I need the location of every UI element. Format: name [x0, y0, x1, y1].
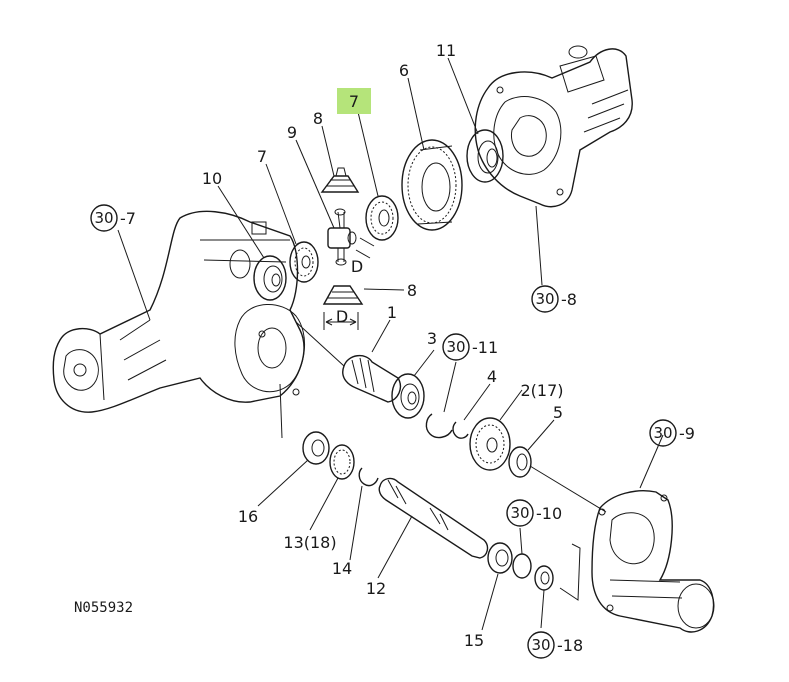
part-1-pinion-shaft [342, 355, 402, 403]
label-9: 9 [287, 123, 297, 142]
label-1: 1 [387, 303, 397, 322]
part-7-left-side-gear [289, 241, 319, 283]
label-8-mid: 8 [407, 281, 417, 300]
ref-suffix: -8 [561, 290, 577, 309]
ref-num: 30 [531, 636, 550, 654]
part-15-bearing [487, 542, 513, 574]
ref-suffix: -9 [679, 424, 695, 443]
part-16-bearing [302, 431, 330, 465]
label-14: 14 [332, 559, 352, 578]
ref-suffix: -10 [536, 504, 562, 523]
part-6-ring-gear [401, 139, 463, 231]
ref-30-8[interactable]: 30 -8 [531, 285, 577, 313]
ref-30-9[interactable]: 30 -9 [649, 419, 695, 447]
ref-num: 30 [446, 338, 465, 356]
ref-30-10[interactable]: 30 -10 [506, 499, 562, 527]
part-5-bearing [508, 446, 532, 478]
ref-circle [527, 631, 555, 659]
left-axle-housing [52, 210, 306, 413]
ref-circle [531, 285, 559, 313]
lower-rings [512, 553, 554, 591]
highlight-box [337, 88, 371, 114]
ref-circle [90, 204, 118, 232]
highlighted-label-text: 7 [349, 92, 359, 111]
leader-lines [117, 57, 664, 631]
label-8-top: 8 [313, 109, 323, 128]
ref-num: 30 [653, 424, 672, 442]
ref-30-11[interactable]: 30 -11 [442, 333, 498, 361]
part-2-gear [469, 417, 511, 471]
part-14-snap-ring [358, 467, 379, 487]
label-13-18: 13(18) [283, 533, 336, 552]
ref-circle [649, 419, 677, 447]
part-10-bearing [253, 255, 287, 301]
label-7-left: 7 [257, 147, 267, 166]
snap-rings-upper [425, 413, 469, 439]
label-5: 5 [553, 403, 563, 422]
ref-num: 30 [510, 504, 529, 522]
part-13-gear [329, 444, 355, 480]
part-3-bearing [391, 373, 425, 419]
ref-num: 30 [535, 290, 554, 308]
part-labels: 6 11 8 9 7 10 8 D D 1 3 4 2(17) 5 16 13(… [202, 41, 564, 650]
ref-30-7[interactable]: 30 -7 [90, 204, 136, 232]
ref-30-18[interactable]: 30 -18 [527, 631, 583, 659]
label-d-lower: D [336, 307, 348, 326]
label-12: 12 [366, 579, 386, 598]
ref-num: 30 [94, 209, 113, 227]
label-6: 6 [399, 61, 409, 80]
right-axle-housing [474, 45, 633, 208]
label-4: 4 [487, 367, 497, 386]
part-8-top-bevel-gear [320, 167, 360, 193]
label-2-17: 2(17) [520, 381, 563, 400]
label-11: 11 [436, 41, 456, 60]
dimension-d-markers [323, 237, 375, 330]
diagram-code: N055932 [74, 600, 133, 616]
part-8-mid-bevel-gear [322, 285, 364, 305]
bottom-right-housing [591, 490, 715, 633]
ref-suffix: -11 [472, 338, 498, 357]
ref-circle [442, 333, 470, 361]
label-3: 3 [427, 329, 437, 348]
ref-suffix: -18 [557, 636, 583, 655]
part-7-side-gear-highlighted [365, 195, 399, 241]
ref-suffix: -7 [120, 209, 136, 228]
label-15: 15 [464, 631, 484, 650]
label-10: 10 [202, 169, 222, 188]
ref-circle [506, 499, 534, 527]
label-16: 16 [238, 507, 258, 526]
highlighted-part-label[interactable]: 7 [337, 88, 371, 114]
label-d-upper: D [351, 257, 363, 276]
part-12-output-shaft [378, 477, 489, 559]
part-11-bearing [466, 129, 504, 183]
part-9-cross-shaft [327, 208, 357, 266]
